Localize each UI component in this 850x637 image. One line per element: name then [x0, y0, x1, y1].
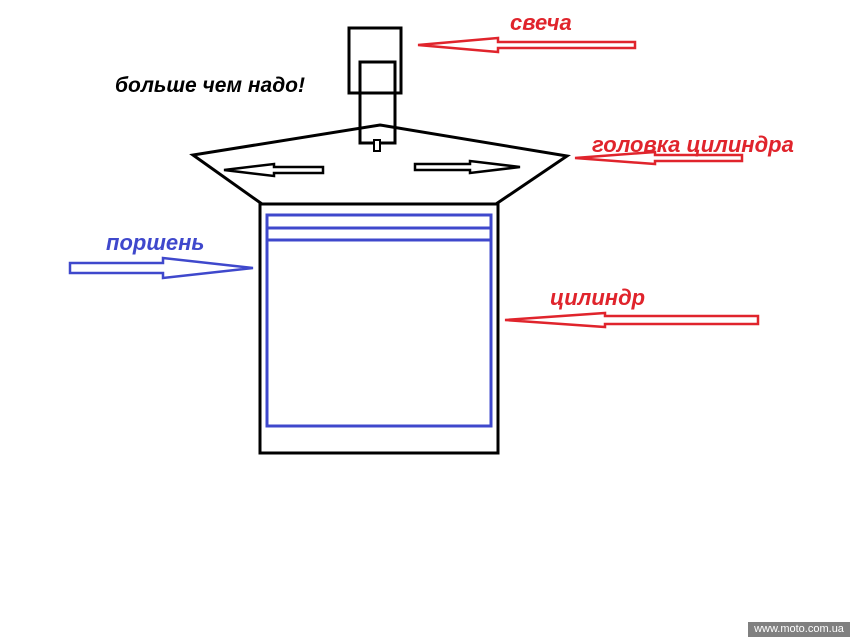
label-piston: поршень [106, 230, 205, 255]
cylinder-head-arrow [574, 150, 744, 166]
label-cylinder: цилиндр [550, 285, 646, 310]
spark-plug-arrow [417, 36, 637, 54]
spark-plug-electrode [373, 139, 381, 152]
label-too-much: больше чем надо! [115, 74, 306, 97]
label-cylinder-head: головка цилиндра [592, 132, 794, 157]
cylinder-outline [258, 202, 500, 455]
cylinder-arrow [504, 311, 760, 329]
spark-plug-thread [358, 60, 397, 145]
piston-arrow [68, 256, 254, 280]
cylinder-head-outline [189, 123, 571, 206]
label-spark-plug: свеча [510, 10, 572, 35]
gas-flow-right-arrow [413, 159, 521, 175]
watermark: www.moto.com.ua [748, 622, 850, 637]
piston-outline [265, 213, 493, 428]
gas-flow-left-arrow [223, 162, 325, 178]
spark-plug-body [347, 26, 403, 95]
